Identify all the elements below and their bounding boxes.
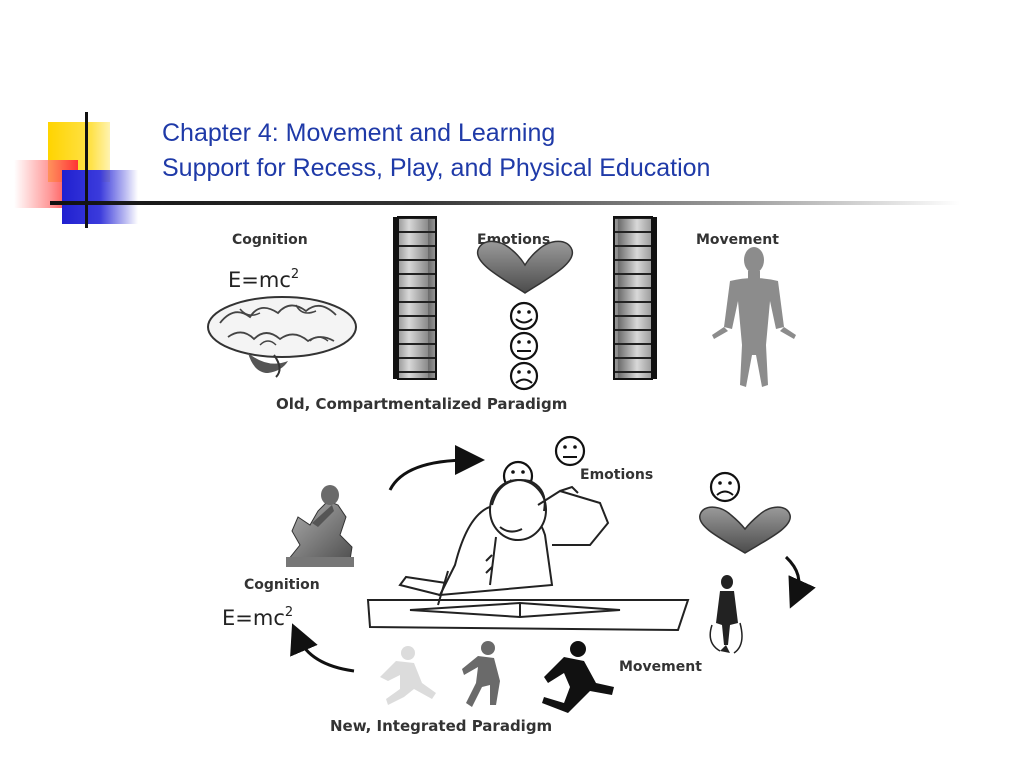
title-line-1: Chapter 4: Movement and Learning bbox=[162, 119, 556, 147]
decor-vertical-line bbox=[85, 112, 88, 228]
title-line-2: Support for Recess, Play, and Physical E… bbox=[162, 154, 711, 182]
arrow-movement-to-cognition bbox=[290, 623, 355, 673]
human-body-icon bbox=[712, 247, 796, 387]
old-formula: E=mc2 bbox=[228, 267, 299, 292]
new-cognition-label: Cognition bbox=[244, 577, 320, 593]
new-neutral-face-icon bbox=[554, 435, 586, 467]
new-heart-icon bbox=[699, 506, 791, 554]
new-formula: E=mc2 bbox=[222, 605, 293, 630]
brain-icon bbox=[207, 296, 357, 378]
new-sad-face-icon bbox=[709, 471, 741, 503]
old-paradigm-panel: Cognition E=mc2 Emotions bbox=[207, 216, 796, 413]
decor-blue-square bbox=[62, 170, 138, 224]
paradigm-diagram: Cognition E=mc2 Emotions bbox=[207, 216, 816, 735]
old-sad-face-icon bbox=[509, 361, 539, 391]
new-paradigm-panel: Emotions Cognition E=mc2 bbox=[222, 435, 816, 735]
arrow-cognition-to-emotions bbox=[388, 445, 485, 491]
old-heart-icon bbox=[476, 240, 574, 294]
divider-bar-left bbox=[393, 216, 437, 380]
thinker-statue-icon bbox=[286, 485, 354, 567]
arrow-emotions-to-movement bbox=[784, 555, 816, 609]
slide-title: Chapter 4: Movement and Learning Support… bbox=[162, 116, 710, 186]
old-movement-label: Movement bbox=[696, 232, 779, 248]
old-neutral-face-icon bbox=[509, 331, 539, 361]
old-cognition-label: Cognition bbox=[232, 232, 308, 248]
old-paradigm-caption: Old, Compartmentalized Paradigm bbox=[276, 395, 567, 413]
new-movement-label: Movement bbox=[619, 659, 702, 675]
new-emotions-label: Emotions bbox=[580, 467, 653, 483]
new-paradigm-caption: New, Integrated Paradigm bbox=[330, 717, 552, 735]
runners-sequence-icon bbox=[380, 641, 614, 713]
decor-horizontal-rule bbox=[50, 201, 960, 205]
girl-studying-illustration bbox=[366, 479, 690, 632]
divider-bar-right bbox=[613, 216, 657, 380]
old-happy-face-icon bbox=[509, 301, 539, 331]
jump-rope-girl-icon bbox=[709, 575, 743, 654]
